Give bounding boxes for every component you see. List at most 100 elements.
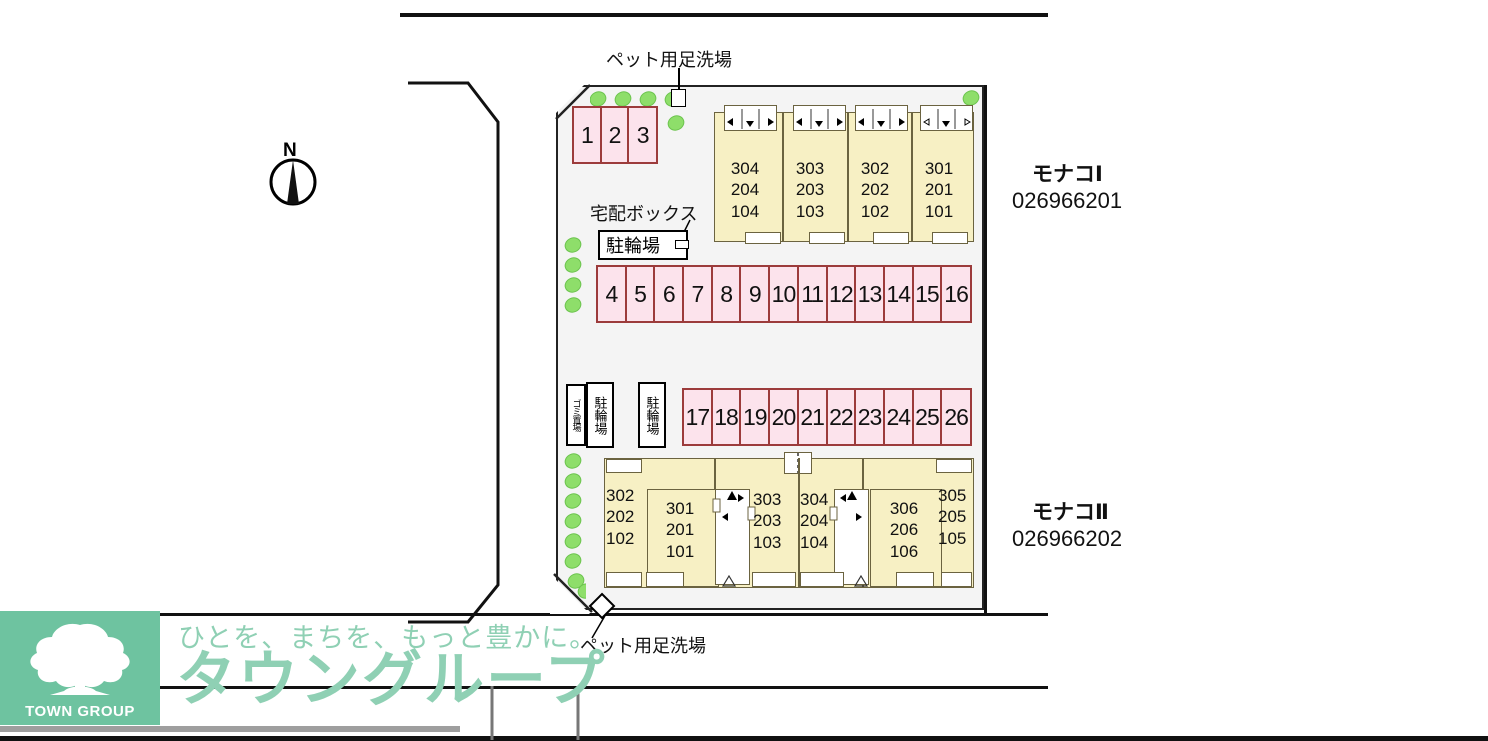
parking-stall[interactable]: 4 [598, 267, 627, 321]
road-line-top [400, 13, 1048, 17]
building-name-monaco-1: モナコⅠ [1032, 163, 1103, 186]
corner-cutout [606, 459, 642, 473]
parking-stall[interactable]: 20 [770, 390, 799, 444]
parking-stall[interactable]: 15 [914, 267, 943, 321]
parking-stall[interactable]: 8 [713, 267, 742, 321]
bike-parking-label: 駐輪場 [606, 236, 660, 256]
unit-column: 305 205 105 [938, 485, 980, 549]
unit-number: 303 [753, 490, 782, 509]
parking-stall[interactable]: 6 [655, 267, 685, 321]
balcony-notch [873, 232, 909, 244]
parking-stall[interactable]: 16 [944, 280, 969, 307]
plot-drive-band [558, 340, 982, 368]
building-code-monaco-1: 026966201 [1012, 188, 1123, 213]
parking-stall[interactable]: 5 [627, 267, 656, 321]
unit-column: 303 203 103 [781, 158, 839, 222]
pet-wash-icon-top [671, 89, 686, 107]
unit-number: 303 [795, 159, 825, 178]
bike-parking-label: 駐輪場 [592, 395, 608, 435]
unit-number: 206 [889, 520, 919, 540]
parking-row-top: 1 2 3 [572, 106, 658, 164]
parking-stall[interactable]: 18 [713, 390, 742, 444]
unit-divider [798, 458, 800, 588]
stair-arrows-left [712, 491, 756, 521]
parking-stall[interactable]: 26 [944, 403, 969, 430]
unit-number: 103 [753, 532, 782, 552]
town-group-logo: TOWN GROUP [0, 611, 160, 725]
balcony-notch [932, 232, 968, 244]
parking-row-middle: 4 5 6 7 8 9 10 11 12 13 14 15 16 [596, 265, 972, 323]
pet-wash-leader-bottom [591, 613, 607, 639]
unit-number: 304 [730, 159, 760, 178]
parking-stall[interactable]: 12 [828, 267, 857, 321]
road-line-bottom-edge [0, 736, 1488, 741]
unit-column: 301 201 101 [910, 158, 968, 222]
stair-arrows [727, 109, 774, 129]
unit-number: 304 [800, 490, 829, 509]
balcony-notch [646, 572, 684, 587]
unit-number: 302 [860, 159, 890, 178]
unit-number: 104 [730, 201, 760, 221]
building-name-monaco-2: モナコⅡ [1032, 501, 1109, 524]
bike-parking-box-3[interactable]: 駐輪場 [638, 382, 666, 448]
unit-divider [847, 112, 849, 242]
parking-stall[interactable]: 3 [636, 121, 650, 148]
balcony-notch [745, 232, 781, 244]
unit-number: 203 [795, 180, 825, 200]
unit-number: 306 [889, 499, 919, 518]
unit-number: 301 [665, 499, 695, 518]
unit-number: 103 [795, 201, 825, 221]
parking-stall[interactable]: 1 [574, 108, 602, 162]
brand-name: タウングループ [176, 646, 607, 713]
stair-shaft [715, 489, 750, 585]
bike-parking-box-main[interactable]: 駐輪場 [598, 230, 688, 260]
parking-stall[interactable]: 21 [799, 390, 828, 444]
unit-number: 105 [938, 528, 967, 548]
unit-column: 304 204 104 [800, 489, 846, 553]
road-line-bottom-lower [0, 686, 1048, 689]
unit-number: 201 [665, 520, 695, 540]
parking-stall[interactable]: 24 [885, 390, 914, 444]
parking-stall[interactable]: 10 [770, 267, 799, 321]
logo-text: TOWN GROUP [25, 703, 135, 720]
parking-stall[interactable]: 13 [856, 267, 885, 321]
entry-stair-box [855, 105, 908, 131]
unit-number: 202 [606, 507, 635, 527]
entry-marker-triangle [854, 575, 868, 587]
parking-stall[interactable]: 11 [799, 267, 828, 321]
footer-bar [0, 726, 460, 732]
entry-stair-box [724, 105, 777, 131]
unit-column: 306 206 106 [879, 498, 929, 562]
parking-stall[interactable]: 25 [914, 390, 943, 444]
unit-number: 204 [730, 180, 760, 200]
parking-stall[interactable]: 9 [741, 267, 771, 321]
pet-wash-label-top: ペット用足洗場 [606, 50, 732, 70]
balcony-notch [800, 572, 844, 587]
balcony-notch [809, 232, 845, 244]
parking-stall[interactable]: 7 [684, 267, 713, 321]
entry-stair-box [920, 105, 973, 131]
parking-stall[interactable]: 23 [856, 390, 885, 444]
parking-stall[interactable]: 22 [828, 390, 857, 444]
bike-parking-box-2[interactable]: 駐輪場 [586, 382, 614, 448]
plot-corner-chamfer-top [550, 79, 591, 120]
unit-number: 305 [938, 486, 967, 505]
balcony-notch [896, 572, 934, 587]
pet-wash-leader-top [678, 68, 680, 91]
north-arrow: N [266, 140, 320, 206]
unit-divider [911, 112, 913, 242]
trash-area-box[interactable]: ゴミ置場 [566, 384, 586, 446]
unit-number: 102 [606, 528, 635, 548]
stair-arrows [796, 109, 843, 129]
parking-stall[interactable]: 14 [885, 267, 914, 321]
parking-stall[interactable]: 19 [741, 390, 771, 444]
shrub-column-lower [564, 453, 586, 599]
unit-divider [782, 112, 784, 242]
tagline: ひとを、まちを、もっと豊かに。 [178, 623, 598, 653]
parking-stall[interactable]: 2 [602, 108, 630, 162]
stair-arrows-right [829, 491, 862, 521]
parking-stall[interactable]: 17 [684, 390, 713, 444]
unit-number: 204 [800, 511, 829, 531]
trash-area-label: ゴミ置場 [571, 399, 582, 431]
